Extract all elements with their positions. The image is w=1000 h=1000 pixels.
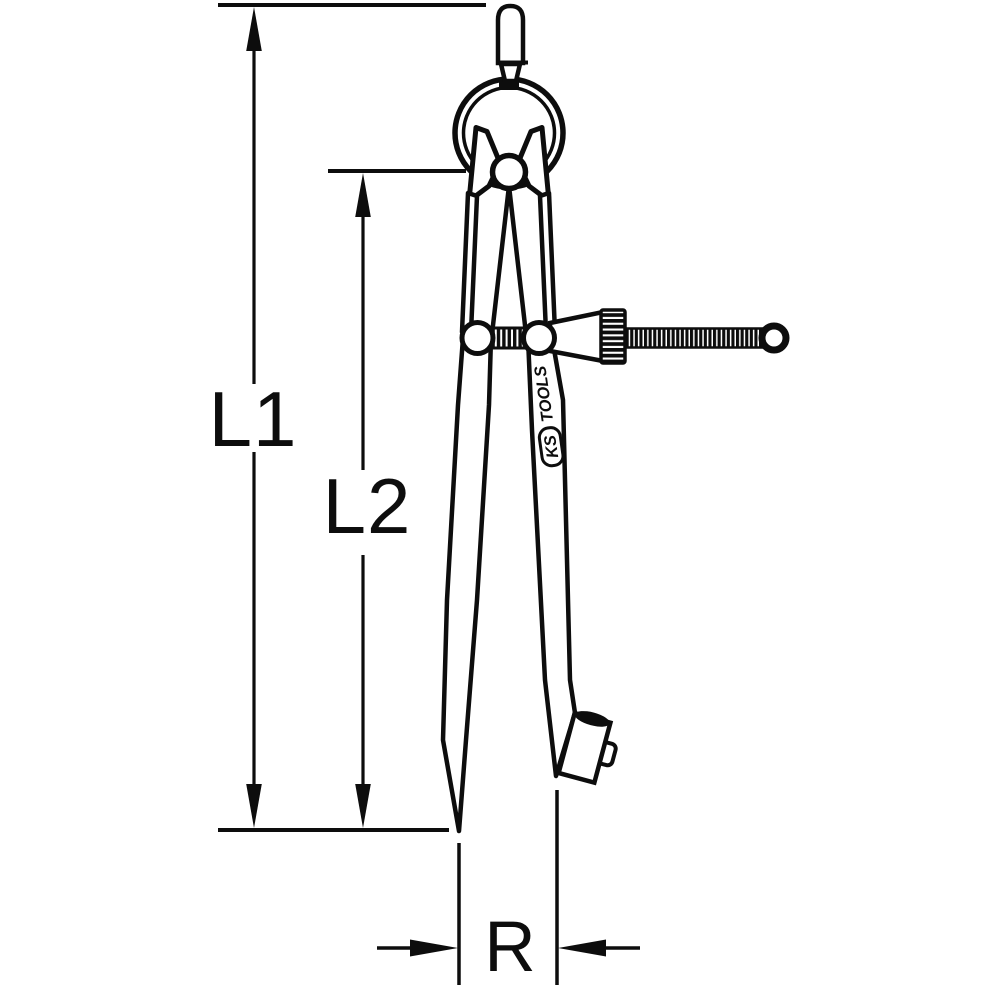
- pivot-rivet: [489, 152, 529, 192]
- l1-arrow-up: [246, 7, 262, 51]
- right-upper-leg: [537, 190, 558, 335]
- right-leg-hub: [521, 320, 557, 356]
- threaded-rod: [622, 327, 764, 349]
- adjusting-screw-assembly: [459, 308, 790, 365]
- handle-mount-mark: [499, 82, 519, 90]
- tip-clamp-block: [555, 710, 618, 786]
- upper-legs: [459, 183, 558, 337]
- center-spring-wedge: [489, 183, 529, 337]
- center-thread-section: [489, 326, 527, 350]
- spring-leaves: [466, 125, 552, 204]
- dimension-extension-lines: [218, 3, 486, 832]
- l1-label: L1: [209, 375, 298, 463]
- r-arrow-left: [410, 939, 458, 957]
- handle: [495, 3, 528, 90]
- right-spring-leaf: [515, 125, 552, 204]
- l2-label: L2: [323, 462, 412, 550]
- r-label: R: [484, 908, 535, 987]
- l2-arrow-up: [355, 173, 371, 217]
- l1-arrow-down: [246, 784, 262, 828]
- left-leg-hub: [459, 320, 496, 356]
- dimension-l2: L2: [323, 173, 412, 828]
- left-spring-leaf: [466, 125, 503, 204]
- brand-logo-ks: KS: [541, 434, 562, 459]
- left-leg: [440, 335, 494, 834]
- clamp-top-opening: [574, 711, 610, 727]
- l2-arrow-down: [355, 784, 371, 828]
- screw-end-ball: [758, 322, 790, 354]
- brand-logo-box: [537, 426, 565, 468]
- handle-grip: [495, 3, 526, 66]
- dimension-r: R: [377, 790, 640, 987]
- handle-neck: [498, 61, 523, 84]
- knurled-adjusting-nut: [599, 308, 627, 365]
- dimension-l1: L1: [209, 7, 298, 828]
- screw-link: [547, 309, 606, 364]
- r-arrow-right: [558, 939, 606, 957]
- left-upper-leg: [459, 190, 480, 335]
